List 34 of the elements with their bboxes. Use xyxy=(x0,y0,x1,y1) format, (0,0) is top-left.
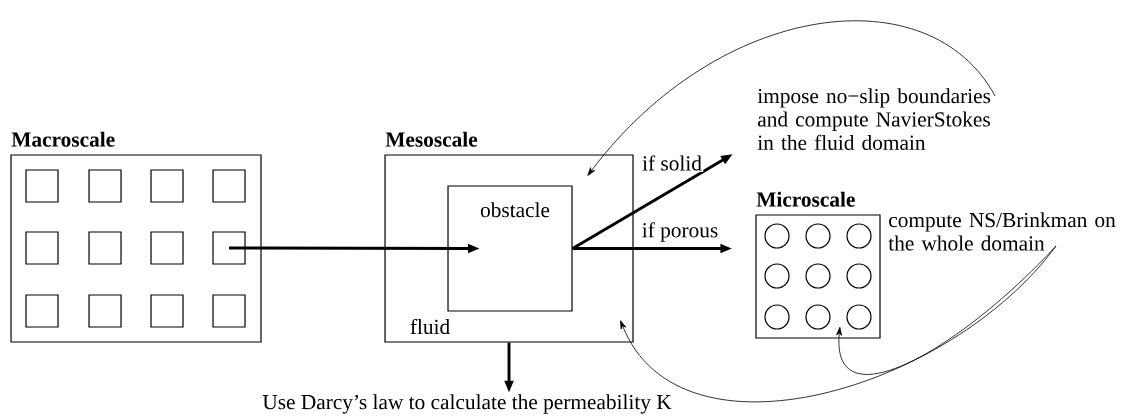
node-label: Macroscale xyxy=(11,131,115,147)
grid-square xyxy=(212,294,246,328)
grid-square xyxy=(150,294,184,328)
macroscale-panel: Macroscale xyxy=(10,131,262,343)
obstacle-box: obstacle xyxy=(447,185,573,312)
pore-circle xyxy=(764,263,790,289)
caption-text: Use Darcy’s law to calculate the permeability K xyxy=(262,394,672,414)
grid-square xyxy=(25,294,59,328)
pore-circle xyxy=(805,304,831,330)
grid-square xyxy=(25,169,59,203)
edge-label: if porous xyxy=(640,220,720,244)
pore-circle xyxy=(846,263,872,289)
grid-square xyxy=(25,231,59,265)
pore-circle xyxy=(805,263,831,289)
grid-square xyxy=(150,231,184,265)
grid-square xyxy=(88,294,122,328)
pore-circle xyxy=(846,304,872,330)
pore-circle xyxy=(805,223,831,249)
grid-square xyxy=(88,169,122,203)
microscale-panel: Microscale xyxy=(755,191,881,339)
grid-square xyxy=(212,169,246,203)
grid-square xyxy=(88,231,122,265)
pore-circle xyxy=(764,304,790,330)
edge-label: if solid xyxy=(640,154,704,172)
grid-square xyxy=(212,231,246,265)
grid-square xyxy=(150,169,184,203)
arrow xyxy=(620,245,1057,402)
note-text: compute NS/Brinkman on the whole domain xyxy=(888,212,1116,251)
arrow xyxy=(587,20,996,176)
node-label: Mesoscale xyxy=(385,131,478,147)
note-text: impose no−slip boundaries and compute NavierStokes in the fluid domain xyxy=(757,88,991,150)
node-label: Microscale xyxy=(756,191,855,207)
pore-circle xyxy=(846,223,872,249)
pore-circle xyxy=(764,223,790,249)
